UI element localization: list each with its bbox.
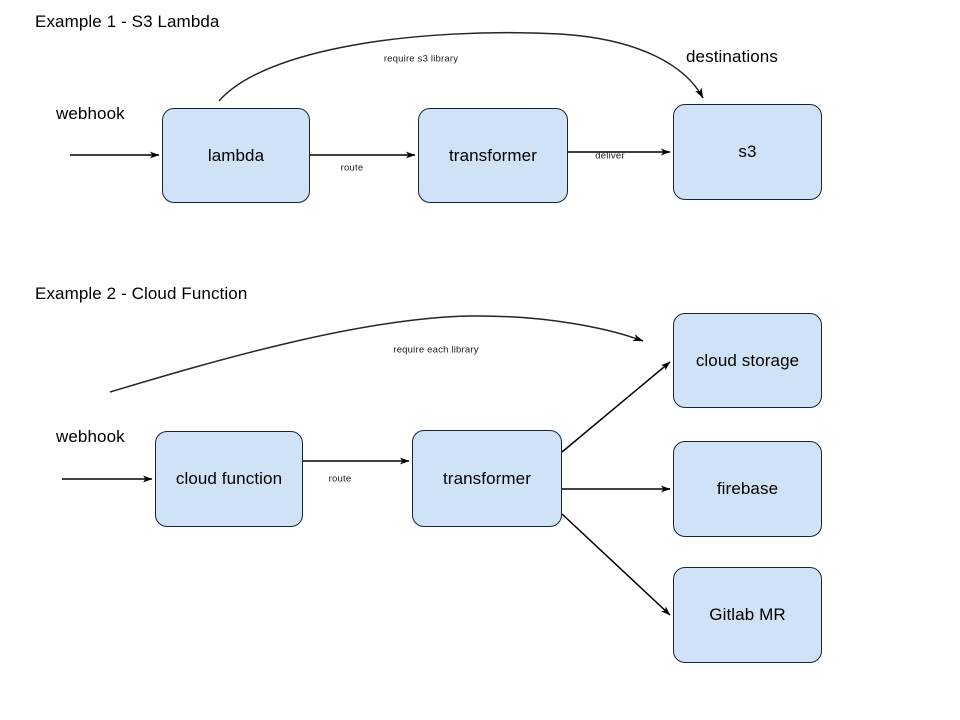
connector-cloud-function-to-storage-curve	[109, 315, 644, 393]
node-transformer-example-2[interactable]: transformer	[412, 430, 562, 527]
edge-label-require-each-library: require each library	[393, 344, 479, 356]
connector-transformer-to-cloud-storage	[561, 361, 671, 453]
node-transformer-label: transformer	[448, 145, 537, 165]
node-cloud-function-label: cloud function	[175, 469, 283, 488]
destinations-label: destinations	[686, 47, 778, 66]
node-gitlab-mr-label: Gitlab MR	[709, 605, 786, 624]
node-cloud-storage[interactable]: cloud storage	[673, 313, 822, 408]
node-gitlab-mr[interactable]: Gitlab MR	[673, 567, 822, 663]
node-transformer-example-1[interactable]: transformer	[418, 108, 568, 203]
section-title-example-2: Example 2 - Cloud Function	[35, 284, 248, 303]
webhook-label-example-2: webhook	[56, 427, 125, 446]
edge-label-deliver: deliver	[595, 150, 625, 162]
node-transformer-label: transformer	[442, 468, 531, 488]
node-s3-label: s3	[738, 142, 757, 161]
connector-lambda-to-s3-curve	[218, 31, 704, 102]
node-firebase-label: firebase	[716, 479, 779, 498]
node-lambda[interactable]: lambda	[162, 108, 310, 203]
node-cloud-storage-label: cloud storage	[695, 350, 800, 370]
node-s3[interactable]: s3	[673, 104, 822, 200]
node-cloud-function[interactable]: cloud function	[155, 431, 303, 527]
edge-label-route-example-1: route	[340, 162, 364, 174]
section-title-example-1: Example 1 - S3 Lambda	[35, 12, 220, 31]
edge-label-route-example-2: route	[328, 473, 352, 485]
node-firebase[interactable]: firebase	[673, 441, 822, 537]
edge-label-require-s3-library: require s3 library	[383, 53, 459, 65]
webhook-label-example-1: webhook	[56, 104, 125, 123]
node-lambda-label: lambda	[207, 145, 265, 165]
connector-transformer-to-gitlab-mr	[561, 513, 671, 616]
